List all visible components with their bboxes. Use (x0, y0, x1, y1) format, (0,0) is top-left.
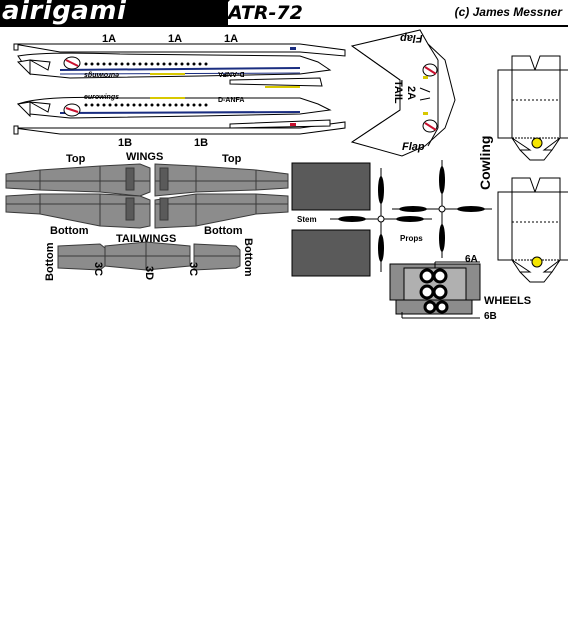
label-1a-third: 1A (224, 33, 239, 45)
wings-bottom-right: Bottom (204, 225, 243, 237)
label-1b-second: 1B (194, 137, 209, 149)
stem-label: Stem (297, 215, 317, 224)
wings-bottom-left: Bottom (50, 225, 89, 237)
registration-bottom: D-ANFA (218, 97, 245, 104)
tail-flap-top: Flap (400, 32, 423, 44)
wheels-part (389, 261, 481, 319)
cowling-label: Cowling (477, 135, 493, 190)
props-part-left (330, 168, 432, 272)
brand-logo: airigami (2, 0, 127, 26)
tailwings-label-3c-left: 3C (92, 262, 104, 277)
copyright-text: (c) James Messner (454, 5, 562, 19)
stem-plate-top (291, 162, 371, 211)
wings-part (5, 163, 289, 229)
header-rule (0, 25, 568, 27)
cowling-part-bottom (497, 177, 568, 283)
wheels-title: WHEELS (484, 295, 532, 307)
tailwings-title: TAILWINGS (116, 233, 177, 245)
wings-title: WINGS (126, 151, 164, 163)
brand-bar-slant (200, 0, 230, 25)
tailwings-bottom-right: Bottom (242, 238, 254, 277)
livery-text-bottom: eurowings (84, 94, 120, 101)
tailwings-label-3c-right: 3C (187, 262, 199, 277)
tail-label-2a: 2A (405, 86, 417, 101)
registration-top: D-ANFA (218, 70, 245, 77)
label-1a-second: 1A (168, 33, 183, 45)
header: airigami ATR-72 (c) James Messner (0, 0, 568, 27)
wings-top-left: Top (66, 153, 86, 165)
cowling-part-top (497, 55, 568, 161)
tail-flap-bottom: Flap (402, 141, 425, 153)
props-label: Props (400, 234, 423, 243)
wings-top-right: Top (222, 153, 242, 165)
tail-label: TAIL (392, 80, 404, 104)
fuselage-part (13, 43, 346, 135)
brand-bar: airigami (0, 0, 228, 26)
tailwings-label-3d: 3D (143, 266, 155, 281)
wheels-label-6a: 6A (465, 254, 478, 265)
tailwings-bottom-left: Bottom (44, 242, 56, 282)
label-1a-first: 1A (102, 33, 117, 45)
wheels-label-6b: 6B (484, 311, 497, 322)
label-1b-first: 1B (118, 137, 133, 149)
stem-plate-bottom (291, 229, 371, 277)
page-title: ATR-72 (228, 2, 303, 24)
livery-text-top: eurowings (84, 71, 120, 78)
